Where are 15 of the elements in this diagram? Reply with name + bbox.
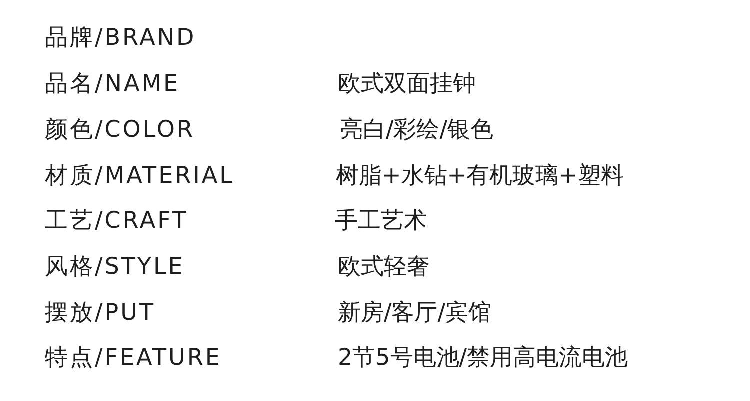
spec-label: 品名/NAME [45, 70, 180, 99]
spec-value: 树脂+水钻+有机玻璃+塑料 [336, 162, 624, 191]
spec-value: 手工艺术 [335, 207, 427, 236]
spec-value: 2节5号电池/禁用高电流电池 [338, 344, 628, 373]
spec-label: 品牌/BRAND [45, 24, 196, 53]
spec-label: 材质/MATERIAL [45, 162, 234, 191]
spec-label: 工艺/CRAFT [45, 207, 188, 236]
spec-value: 亮白/彩绘/银色 [340, 116, 494, 145]
spec-value: 欧式双面挂钟 [338, 70, 476, 99]
spec-label: 特点/FEATURE [45, 344, 222, 373]
spec-label: 风格/STYLE [45, 253, 185, 282]
spec-label: 颜色/COLOR [45, 116, 195, 145]
spec-value: 新房/客厅/宾馆 [338, 299, 492, 328]
spec-label: 摆放/PUT [45, 299, 156, 328]
spec-value: 欧式轻奢 [338, 253, 430, 282]
